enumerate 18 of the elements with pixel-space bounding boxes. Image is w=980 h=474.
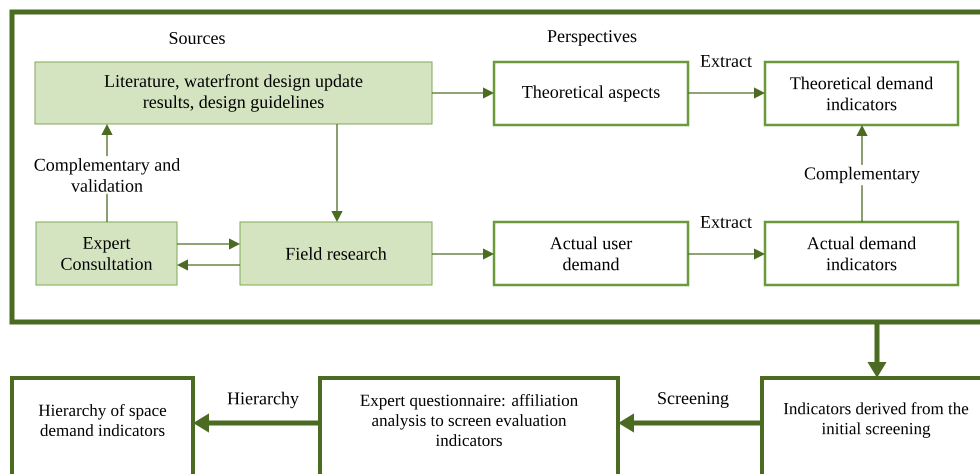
section-heading: Sources [170,32,225,44]
process-box: Indicators derived from the initial screening [760,376,980,474]
edge-label: Complementary and validation [30,156,184,194]
process-box: Theoretical aspects [492,60,690,126]
process-box: Theoretical demand indicators [764,60,960,126]
edge-label: Hierarchy [228,392,299,408]
edge-label: Extract [700,55,752,67]
edge-label: Screening [658,392,729,408]
source-box: Expert Consultation [36,222,178,286]
process-box: Actual demand indicators [764,220,960,286]
edge-label: Extract [700,216,752,228]
process-box: Hierarchy of space demand indicators [10,376,195,474]
process-box: Actual user demand [492,220,690,286]
source-box: Literature, waterfront design update results, design guidelines [34,62,432,124]
edge-label: Complementary [802,164,922,186]
group-frame [10,10,980,324]
source-box: Field research [240,222,432,286]
process-box: Expert questionnaire: affiliation analysis to screen evaluation indicators [318,376,620,474]
